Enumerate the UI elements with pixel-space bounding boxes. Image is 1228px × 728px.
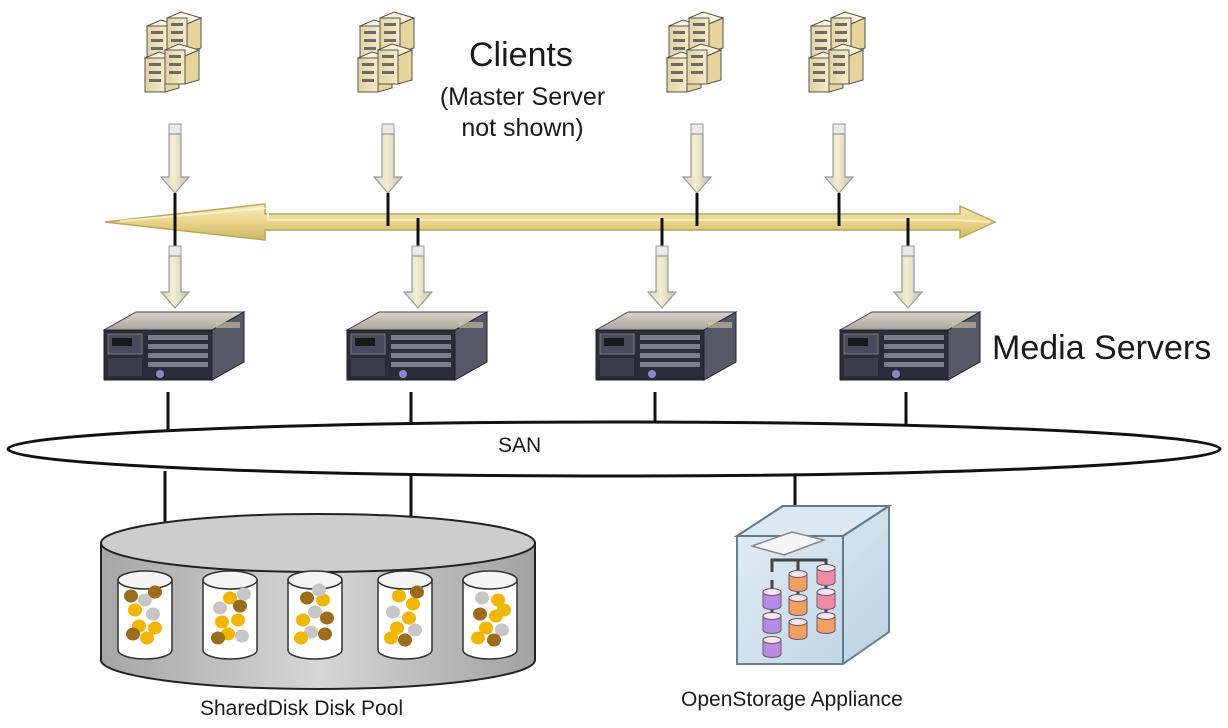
media-down-arrow-icon: [646, 245, 678, 309]
openstorage-appliance: [733, 505, 893, 665]
appliance-disk-icon: [762, 588, 782, 610]
appliance-disk-icon: [788, 594, 808, 616]
appliance-disk-icon: [762, 612, 782, 634]
disk-cylinder-icon: [117, 570, 173, 660]
client-down-arrow-icon: [372, 123, 404, 194]
client-down-arrow-icon: [823, 123, 855, 194]
san-ring: [6, 420, 1222, 478]
appliance-disk-icon: [788, 618, 808, 640]
disk-pool-label: SharedDisk Disk Pool: [200, 697, 404, 720]
appliance-disk-icon: [762, 636, 782, 658]
rack-server-icon: [838, 311, 982, 381]
rack-server-icon: [594, 311, 738, 381]
rack-server-icon: [102, 311, 246, 381]
clients-note: (Master Server not shown): [426, 82, 619, 144]
openstorage-label: OpenStorage Appliance: [681, 688, 903, 711]
appliance-disk-icon: [788, 570, 808, 592]
tower-server-icon: [356, 11, 416, 93]
appliance-disk-icon: [816, 588, 836, 610]
appliance-disk-icon: [816, 612, 836, 634]
rack-server-icon: [345, 311, 489, 381]
media-server-arrows: [159, 218, 924, 309]
shared-disk-pool: [100, 513, 536, 690]
tower-server-icon: [665, 11, 725, 93]
client-arrows: [159, 123, 855, 226]
disk-cylinder-icon: [377, 570, 433, 660]
clients-title: Clients: [469, 36, 573, 74]
clients-note-line1: (Master Server: [439, 83, 606, 111]
san-label: SAN: [498, 434, 542, 457]
appliance-disk-icon: [816, 564, 836, 586]
media-down-arrow-icon: [159, 245, 191, 309]
clients-note-line2: not shown): [461, 114, 584, 142]
disk-cylinder-icon: [462, 570, 518, 660]
client-servers: [143, 11, 867, 93]
media-servers: [102, 311, 982, 381]
tower-server-icon: [143, 11, 203, 93]
client-down-arrow-icon: [159, 123, 191, 194]
disk-cylinder-icon: [287, 570, 343, 660]
media-down-arrow-icon: [402, 245, 434, 309]
client-down-arrow-icon: [681, 123, 713, 194]
tower-server-icon: [807, 11, 867, 93]
lan-backbone: [104, 203, 997, 241]
media-down-arrow-icon: [892, 245, 924, 309]
media-servers-title: Media Servers: [992, 329, 1212, 367]
disk-cylinder-icon: [202, 570, 258, 660]
